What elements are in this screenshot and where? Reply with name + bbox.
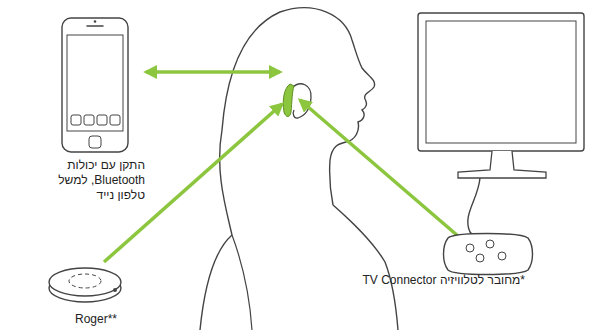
device-node: התקן עם יכולות Bluetooth, למשל טלפון ניי… [55,15,155,215]
shoulder-line [232,235,252,330]
device-node: TV Connector מחובר לטלוויזיה* [330,228,545,292]
device-label: התקן עם יכולות Bluetooth, למשל טלפון ניי… [57,158,145,203]
device-label: TV Connector מחובר לטלוויזיה* [363,273,526,288]
bluetooth-arrow [146,70,280,74]
device-node: Roger** [45,262,135,326]
tv-frame [418,13,584,151]
tv-screen [426,21,576,143]
tv-stand [458,151,546,178]
hearing-aid [283,84,294,117]
tv-cable [468,178,482,242]
tv-connector-arrow [300,100,458,236]
body-outline [200,205,398,330]
device-label: Roger** [75,312,117,327]
head-outline [220,8,375,235]
